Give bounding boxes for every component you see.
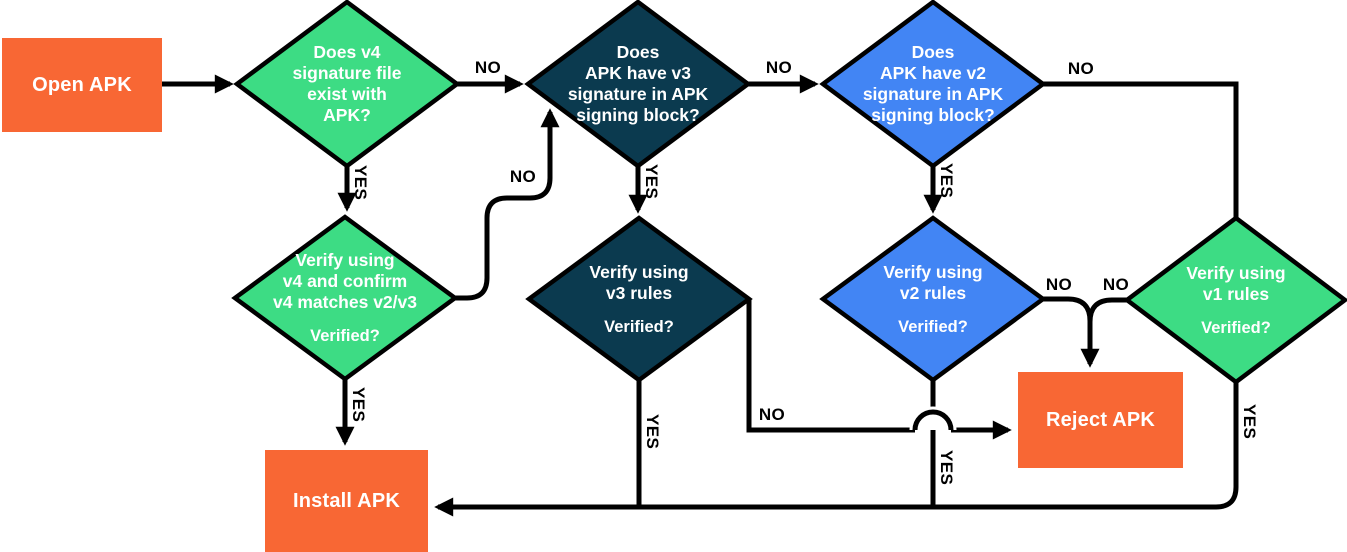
diamond-v3-signature <box>524 0 752 169</box>
label-no-v1verify: NO <box>1102 275 1130 294</box>
edge-v4verify-no-to-v3sig <box>455 108 560 301</box>
label-no-v3sig: NO <box>765 58 793 77</box>
node-install-apk: Install APK <box>265 450 428 552</box>
label-no-v3verify: NO <box>758 405 786 424</box>
edge-v3verify-no-left-part <box>746 299 915 433</box>
node-reject-apk: Reject APK <box>1018 372 1183 468</box>
diamond-v1-verify <box>1123 215 1347 385</box>
label-no-v4exists: NO <box>474 58 502 77</box>
edge-v1verify-no-to-reject <box>1087 297 1127 323</box>
diamond-v4-verify <box>231 214 459 382</box>
node-open-apk: Open APK <box>2 38 162 132</box>
diamond-v3-verify <box>525 215 753 383</box>
diamond-v2-signature <box>819 0 1047 169</box>
label-yes-v2sig: YES <box>937 163 956 199</box>
label-yes-v2verify: YES <box>937 450 956 486</box>
diamond-v4-exists <box>233 0 461 169</box>
diamond-v2-verify <box>819 215 1047 383</box>
label-yes-v4verify: YES <box>349 387 368 423</box>
reject-apk-label: Reject APK <box>1045 408 1156 431</box>
hop-arc <box>912 409 954 431</box>
edge-v2verify-no-to-reject <box>1043 296 1100 368</box>
label-yes-v4exists: YES <box>351 165 370 201</box>
edge-v1verify-yes-to-install <box>434 382 1239 517</box>
label-no-v4verify: NO <box>509 167 537 186</box>
edge-v2sig-no-to-v1verify <box>1043 81 1239 218</box>
open-apk-label: Open APK <box>32 73 132 96</box>
install-apk-label: Install APK <box>292 489 401 512</box>
label-yes-v3verify: YES <box>643 414 662 450</box>
label-yes-v3sig: YES <box>642 164 661 200</box>
label-no-v2sig: NO <box>1067 59 1095 78</box>
label-yes-v1verify: YES <box>1240 404 1259 440</box>
label-no-v2verify: NO <box>1045 275 1073 294</box>
